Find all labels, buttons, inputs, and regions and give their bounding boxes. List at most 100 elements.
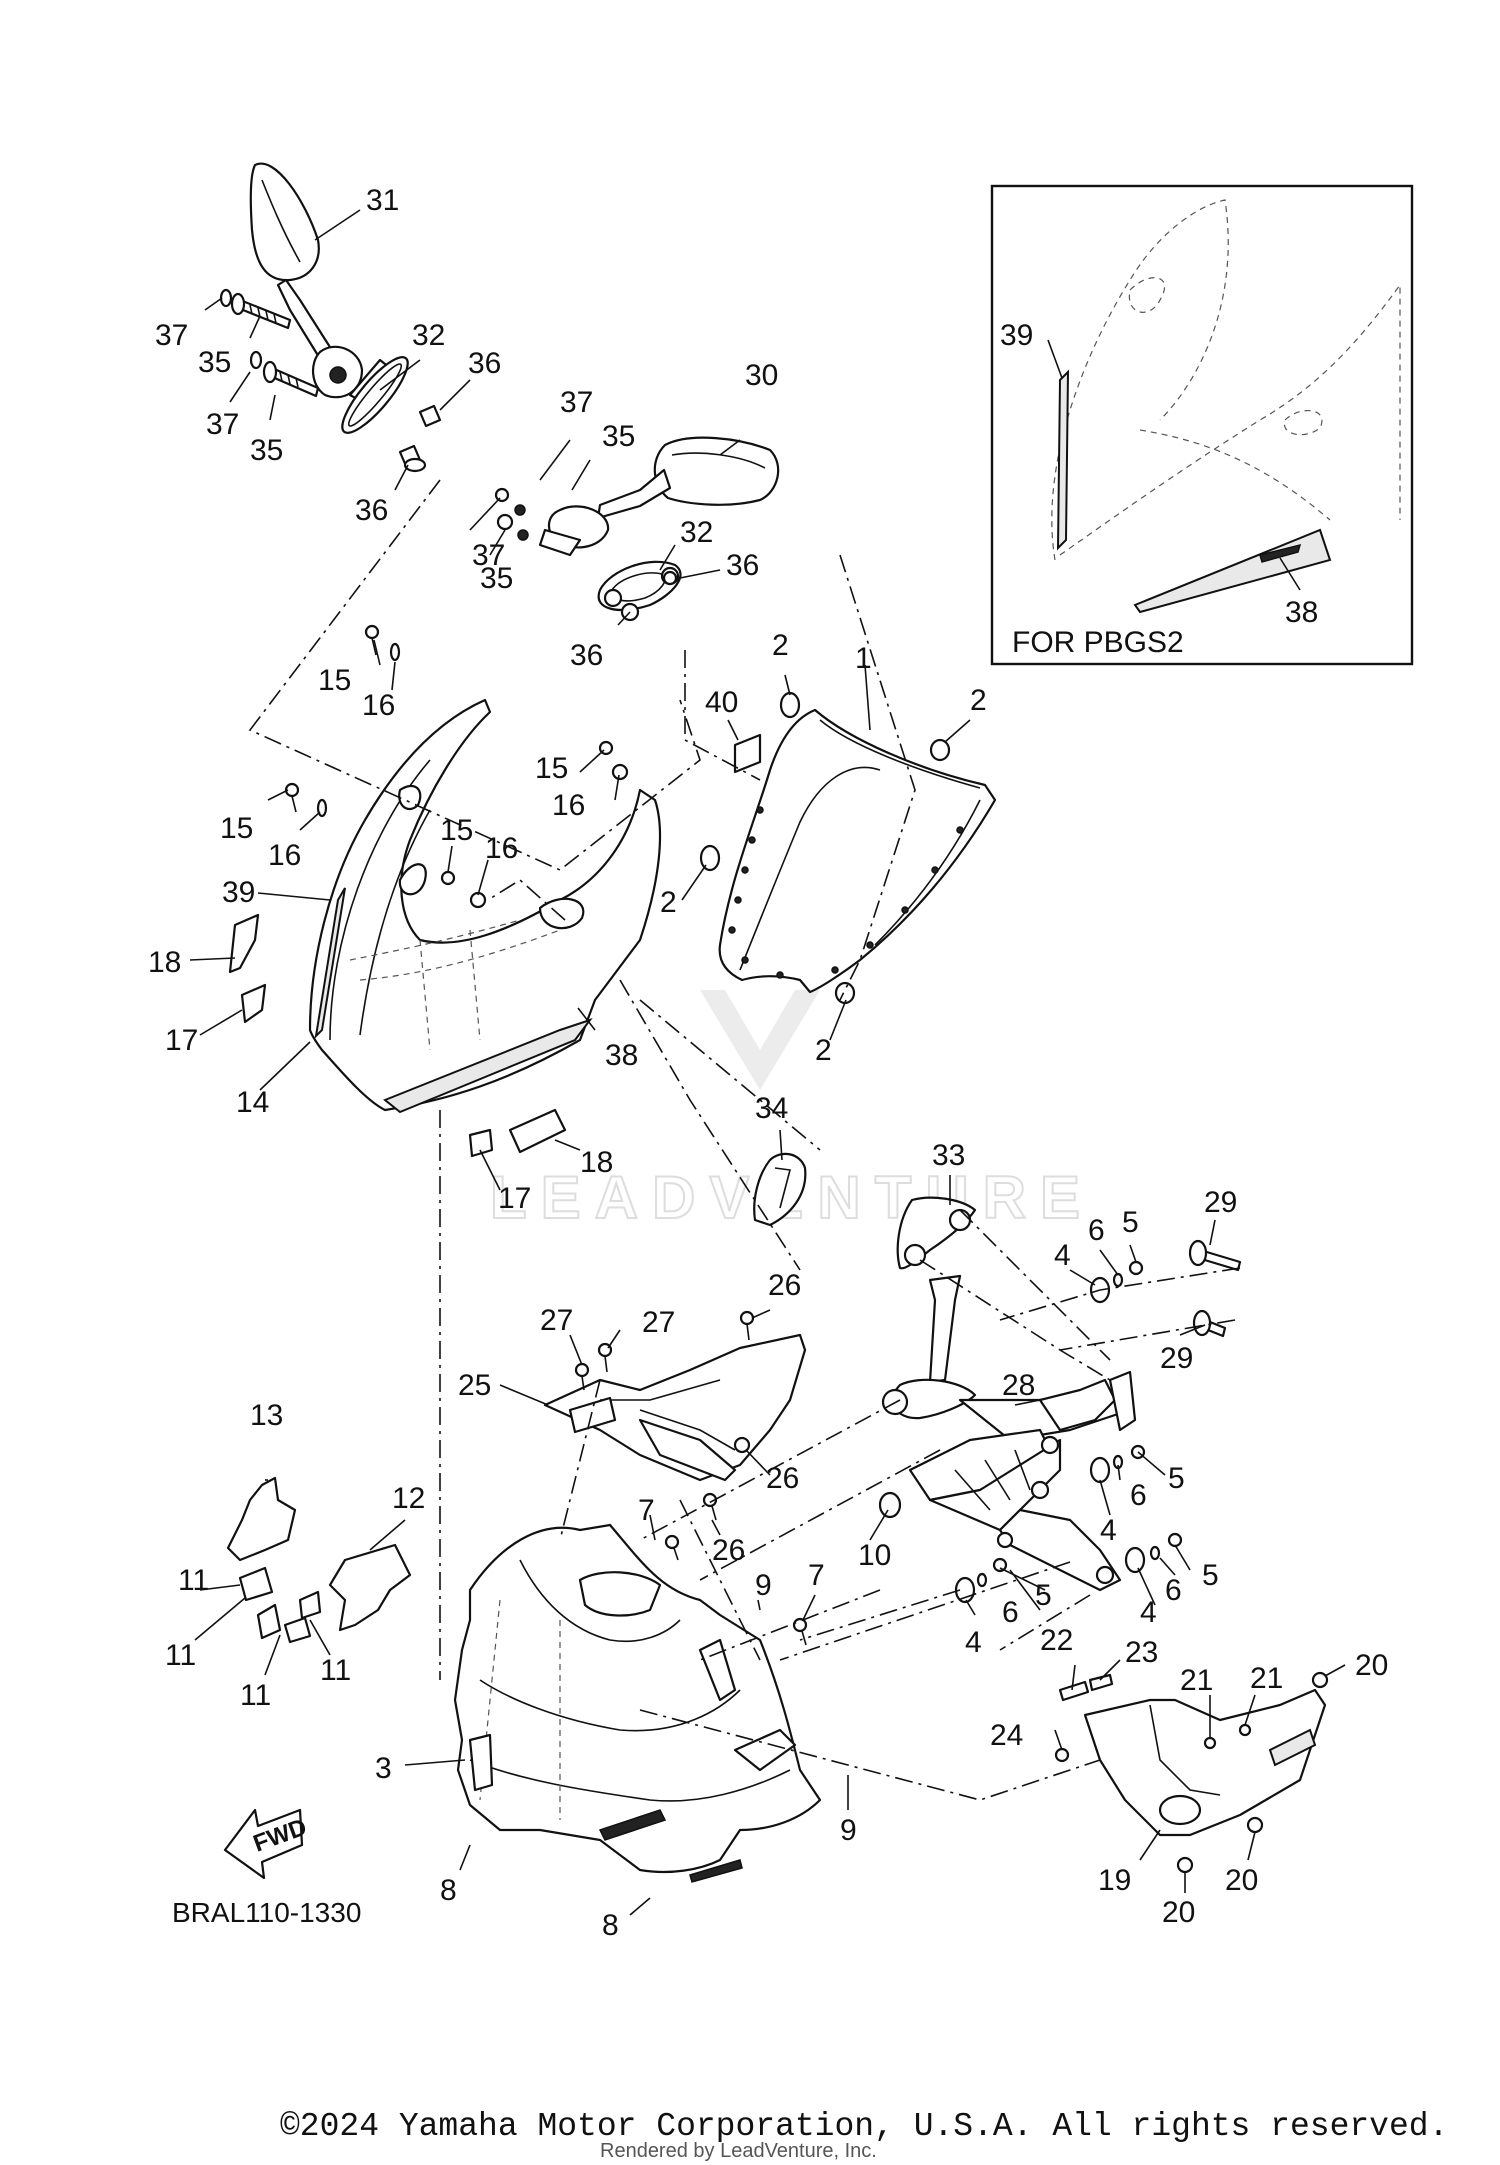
- mirror-left-31: [249, 162, 409, 434]
- callout-8: 8: [440, 1874, 457, 1907]
- copyright-notice: ©2024 Yamaha Motor Corporation, U.S.A. A…: [280, 2108, 1449, 2145]
- inset-part-39: [1056, 369, 1070, 551]
- callout-32: 32: [412, 319, 445, 352]
- callout-16: 16: [268, 839, 301, 872]
- windscreen-holes: [728, 806, 964, 979]
- decal-18: [228, 913, 567, 1154]
- callout-19: 19: [1098, 1864, 1131, 1897]
- leader-lines: [189, 209, 1346, 1916]
- bolts-29: [1188, 1239, 1242, 1338]
- callout-5: 5: [1122, 1206, 1139, 1239]
- callout-20: 20: [1355, 1649, 1388, 1682]
- callout-5: 5: [1168, 1462, 1185, 1495]
- callout-29: 29: [1160, 1342, 1193, 1375]
- callout-18: 18: [148, 946, 181, 979]
- callout-26: 26: [766, 1462, 799, 1495]
- side-cover-19: [1083, 1688, 1327, 1837]
- callout-36: 36: [726, 549, 759, 582]
- callout-38: 38: [1285, 596, 1318, 629]
- callout-6: 6: [1088, 1214, 1105, 1247]
- bolt-35-right: [494, 487, 529, 541]
- callout-22: 22: [1040, 1624, 1073, 1657]
- callout-11: 11: [165, 1639, 196, 1672]
- callout-16: 16: [485, 832, 518, 865]
- callout-23: 23: [1125, 1636, 1158, 1669]
- callout-8: 8: [602, 1909, 619, 1942]
- gasket-32-right: [597, 560, 682, 612]
- callout-6: 6: [1130, 1479, 1147, 1512]
- callout-9: 9: [840, 1814, 857, 1847]
- callout-26: 26: [712, 1534, 745, 1567]
- callout-29: 29: [1204, 1186, 1237, 1219]
- callout-15: 15: [535, 752, 568, 785]
- callout-4: 4: [1140, 1596, 1157, 1629]
- screws-15-washers-16: [284, 624, 629, 909]
- callout-16: 16: [362, 689, 395, 722]
- callout-20: 20: [1162, 1896, 1195, 1929]
- callout-4: 4: [1054, 1239, 1071, 1272]
- callout-21: 21: [1180, 1664, 1213, 1697]
- inset-pbgs2: FOR PBGS2: [990, 184, 1414, 666]
- lower-cowl-3: [453, 1523, 822, 1883]
- stay-28: [881, 1274, 1137, 1592]
- inset-frame: [990, 184, 1414, 666]
- bracket-33: [896, 1196, 977, 1270]
- callout-20: 20: [1225, 1864, 1258, 1897]
- callout-24: 24: [990, 1719, 1023, 1752]
- callout-6: 6: [1002, 1596, 1019, 1629]
- bolt-35-lower-left: [249, 350, 320, 398]
- cowl-part-38: [383, 1018, 593, 1114]
- callout-5: 5: [1202, 1559, 1219, 1592]
- callout-4: 4: [1100, 1514, 1117, 1547]
- cowl-part-39: [314, 887, 346, 1039]
- callout-36: 36: [468, 347, 501, 380]
- decals-11-12-13: [226, 1476, 412, 1644]
- dampers-4-washers-6-screws-5: [878, 1260, 1183, 1604]
- upper-cowl-14: [308, 698, 662, 1114]
- callout-14: 14: [236, 1086, 269, 1119]
- callout-numbers: 31 37 35 32 36 37 35 36 30 37 35 37 35 3…: [148, 184, 1388, 1942]
- callout-31: 31: [366, 184, 399, 217]
- callout-27: 27: [540, 1304, 573, 1337]
- inset-upper-cowl: [1051, 199, 1229, 561]
- callout-9: 9: [755, 1569, 772, 1602]
- callout-40: 40: [705, 686, 738, 719]
- watermark-logo-icon: [700, 890, 820, 1090]
- callout-28: 28: [1002, 1369, 1035, 1402]
- callout-26: 26: [768, 1269, 801, 1302]
- diagram-code: BRAL110-1330: [172, 1897, 361, 1928]
- inset-label: FOR PBGS2: [1012, 626, 1184, 659]
- callout-15: 15: [318, 664, 351, 697]
- callout-15: 15: [220, 812, 253, 845]
- callout-35: 35: [250, 434, 283, 467]
- callout-3: 3: [375, 1752, 392, 1785]
- callout-13: 13: [250, 1399, 283, 1432]
- nut-36-left: [398, 404, 442, 473]
- callout-5: 5: [1035, 1579, 1052, 1612]
- callout-11: 11: [240, 1679, 271, 1712]
- callout-2: 2: [772, 629, 789, 662]
- clips-20-21: [1176, 1671, 1329, 1874]
- callout-2: 2: [660, 886, 677, 919]
- callout-17: 17: [498, 1182, 531, 1215]
- callout-21: 21: [1250, 1662, 1283, 1695]
- screws-26-27: [574, 1310, 808, 1646]
- callout-35: 35: [602, 420, 635, 453]
- callout-35: 35: [480, 562, 513, 595]
- callout-34: 34: [755, 1092, 788, 1125]
- callout-37: 37: [206, 408, 239, 441]
- callout-39: 39: [222, 876, 255, 909]
- callout-18: 18: [580, 1146, 613, 1179]
- callout-11: 11: [320, 1654, 351, 1687]
- mirror-right-30: [538, 436, 780, 557]
- callout-38: 38: [605, 1039, 638, 1072]
- callout-16: 16: [552, 789, 585, 822]
- callout-6: 6: [1165, 1574, 1182, 1607]
- callout-2: 2: [970, 684, 987, 717]
- callout-11: 11: [178, 1564, 209, 1597]
- decal-17: [240, 983, 494, 1158]
- callout-1: 1: [855, 642, 872, 675]
- callout-7: 7: [638, 1494, 655, 1527]
- callout-37: 37: [560, 386, 593, 419]
